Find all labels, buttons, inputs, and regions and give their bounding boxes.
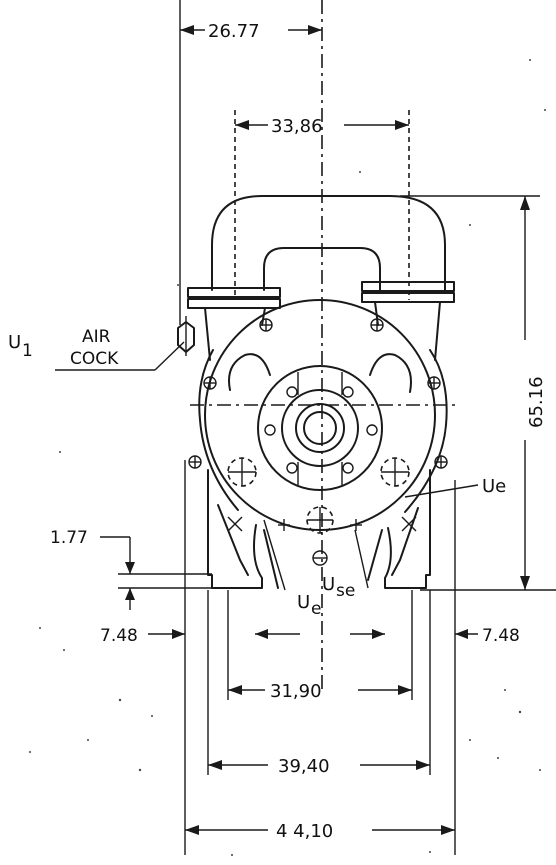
use-subscript: se xyxy=(336,581,355,601)
dim-33-86-label: 33,86 xyxy=(271,116,323,137)
ue-bottom-subscript: e xyxy=(311,599,321,619)
air-label: AIR xyxy=(82,327,111,347)
pump-casing xyxy=(198,299,448,531)
dim-44-10-label: 4 4,10 xyxy=(276,821,333,842)
bearing-housing xyxy=(257,365,383,491)
use-label: U xyxy=(322,574,335,595)
dim-7-48-right-label: 7.48 xyxy=(482,626,520,646)
u1-subscript: 1 xyxy=(22,341,33,361)
dim-39-40-label: 39,40 xyxy=(278,756,330,777)
dim-65-16-label: 65.16 xyxy=(526,376,547,428)
dim-26-77-label: 26.77 xyxy=(208,21,260,42)
dimension-bolt-spacing: 31,90 xyxy=(228,681,412,702)
dim-1-77-label: 1.77 xyxy=(50,528,88,548)
ue-right-callout: Ue xyxy=(404,476,506,498)
dim-31-90-label: 31,90 xyxy=(270,681,322,702)
dimension-top-offset: 26.77 xyxy=(179,0,322,325)
discharge-manifold xyxy=(187,195,455,361)
dimension-foot-spacing: 39,40 xyxy=(208,756,430,777)
pump-feet xyxy=(207,469,431,589)
ue-bottom-label: U xyxy=(297,592,310,613)
dim-7-48-left-label: 7.48 xyxy=(100,626,138,646)
air-cock: U 1 AIR COCK xyxy=(8,316,195,371)
dimension-foot-sides: 7.48 7.48 xyxy=(100,626,520,646)
dimension-height: 65.16 xyxy=(400,195,556,591)
dimension-foot-step: 1.77 xyxy=(50,528,212,610)
cock-label: COCK xyxy=(70,349,119,369)
lower-extension-lines xyxy=(184,460,456,855)
bolt-markers xyxy=(188,318,448,566)
scan-noise xyxy=(29,59,546,856)
ue-use-callouts: U e U se xyxy=(263,519,369,619)
u1-label: U xyxy=(8,332,21,353)
ue-right-label: Ue xyxy=(482,476,506,497)
dimension-overall-width: 4 4,10 xyxy=(185,821,455,842)
dimension-flange-spacing: 33,86 xyxy=(234,110,410,300)
